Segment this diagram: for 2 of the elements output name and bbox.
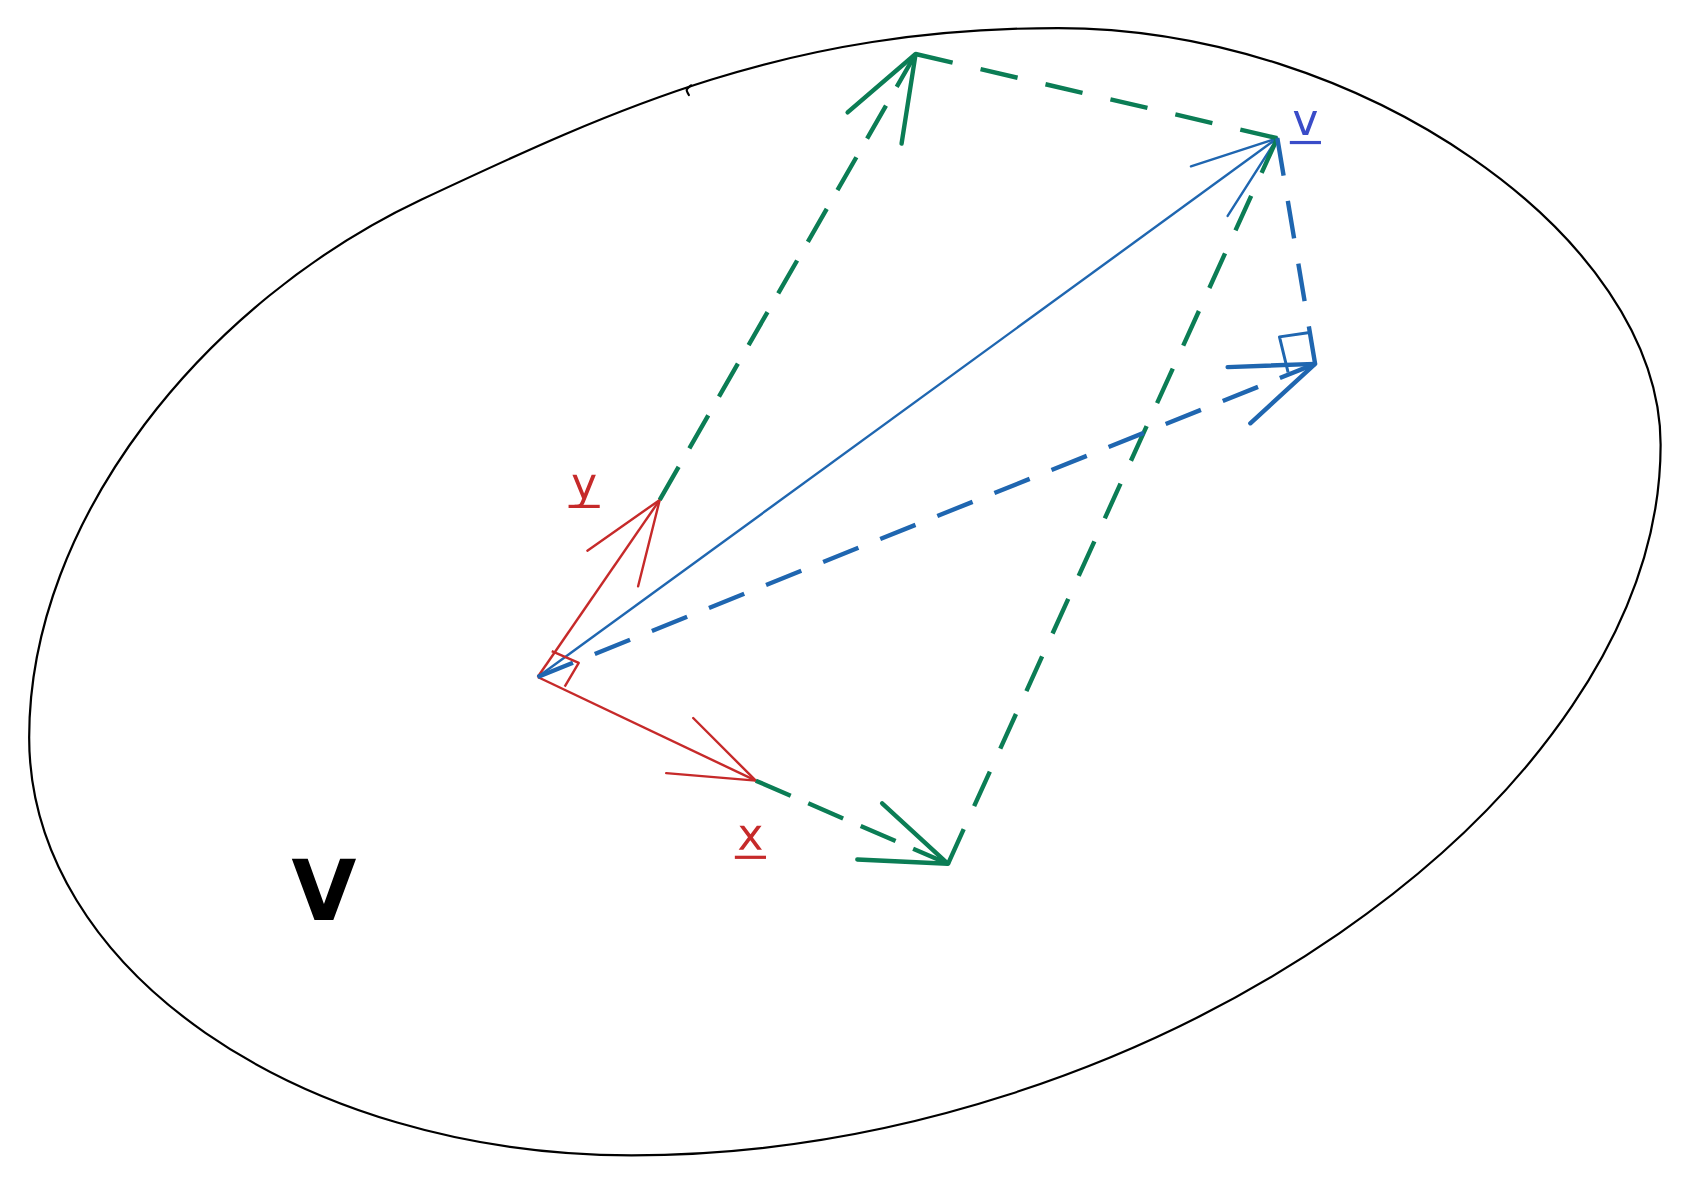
vector-label: v — [1289, 111, 1321, 145]
vector-label: x — [734, 825, 766, 860]
